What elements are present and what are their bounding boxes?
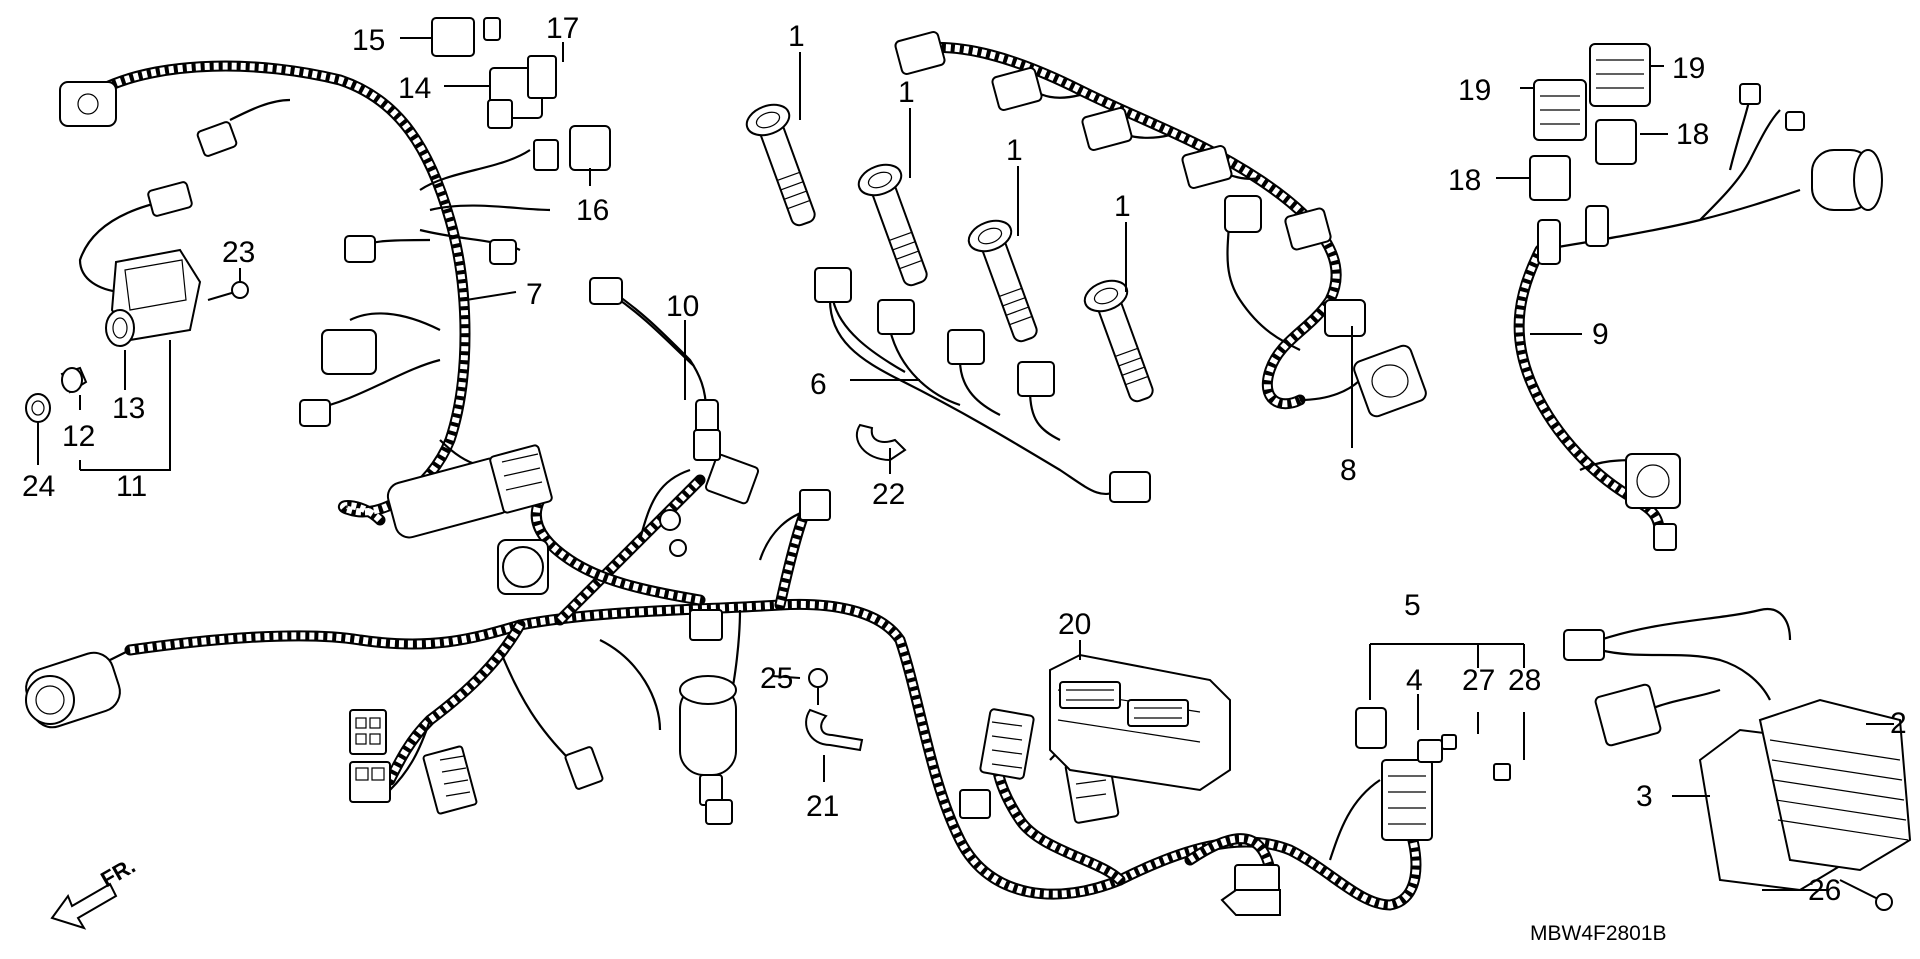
callout-1-coil-b: 1 [898, 76, 915, 109]
callout-28: 28 [1508, 664, 1541, 697]
callout-23: 23 [222, 236, 255, 269]
callout-2: 2 [1890, 707, 1907, 740]
callout-22: 22 [872, 478, 905, 511]
front-direction-label: FR. [96, 853, 139, 892]
sub-harness-10 [589, 277, 721, 461]
callout-12: 12 [62, 420, 95, 453]
callout-16: 16 [576, 194, 609, 227]
callout-25: 25 [760, 662, 793, 695]
callout-24: 24 [22, 470, 55, 503]
callout-17: 17 [546, 12, 579, 45]
callout-15: 15 [352, 24, 385, 57]
callout-18-lower: 18 [1448, 164, 1481, 197]
callout-10: 10 [666, 290, 699, 323]
callout-8: 8 [1340, 454, 1357, 487]
callout-7: 7 [526, 278, 543, 311]
callout-27: 27 [1462, 664, 1495, 697]
callout-13: 13 [112, 392, 145, 425]
callout-11: 11 [116, 470, 147, 503]
callout-9: 9 [1592, 318, 1609, 351]
callout-26: 26 [1808, 874, 1841, 907]
leader-lines [37, 37, 1894, 891]
callout-4: 4 [1406, 664, 1423, 697]
callout-labels: 1 1 1 1 2 3 4 5 6 7 8 9 10 11 12 13 14 1… [22, 12, 1907, 907]
callout-19-left: 19 [1458, 74, 1491, 107]
callout-3: 3 [1636, 780, 1653, 813]
regulator-rectifier [1563, 607, 1912, 911]
callout-19-right: 19 [1672, 52, 1705, 85]
sub-harness-8 [894, 31, 1427, 418]
callout-20: 20 [1058, 608, 1091, 641]
small-parts [50, 668, 1511, 930]
callout-5: 5 [1404, 589, 1421, 622]
diagram-code: MBW4F2801B [1530, 922, 1667, 945]
callout-1-coil-d: 1 [1114, 190, 1131, 223]
callout-6: 6 [810, 368, 827, 401]
assembly-11 [25, 181, 249, 423]
callout-21: 21 [806, 790, 839, 823]
ecu-unit [1049, 653, 1231, 792]
callout-14: 14 [398, 72, 431, 105]
callout-1-coil-c: 1 [1006, 134, 1023, 167]
main-wire-harness [25, 453, 1422, 916]
sub-harness-7 [59, 17, 611, 539]
ignition-coils [745, 103, 1154, 403]
injector-sub-harness [814, 267, 1151, 503]
callout-1-coil-a: 1 [788, 20, 805, 53]
sub-harness-9 [1513, 43, 1883, 551]
callout-18-upper: 18 [1676, 118, 1709, 151]
